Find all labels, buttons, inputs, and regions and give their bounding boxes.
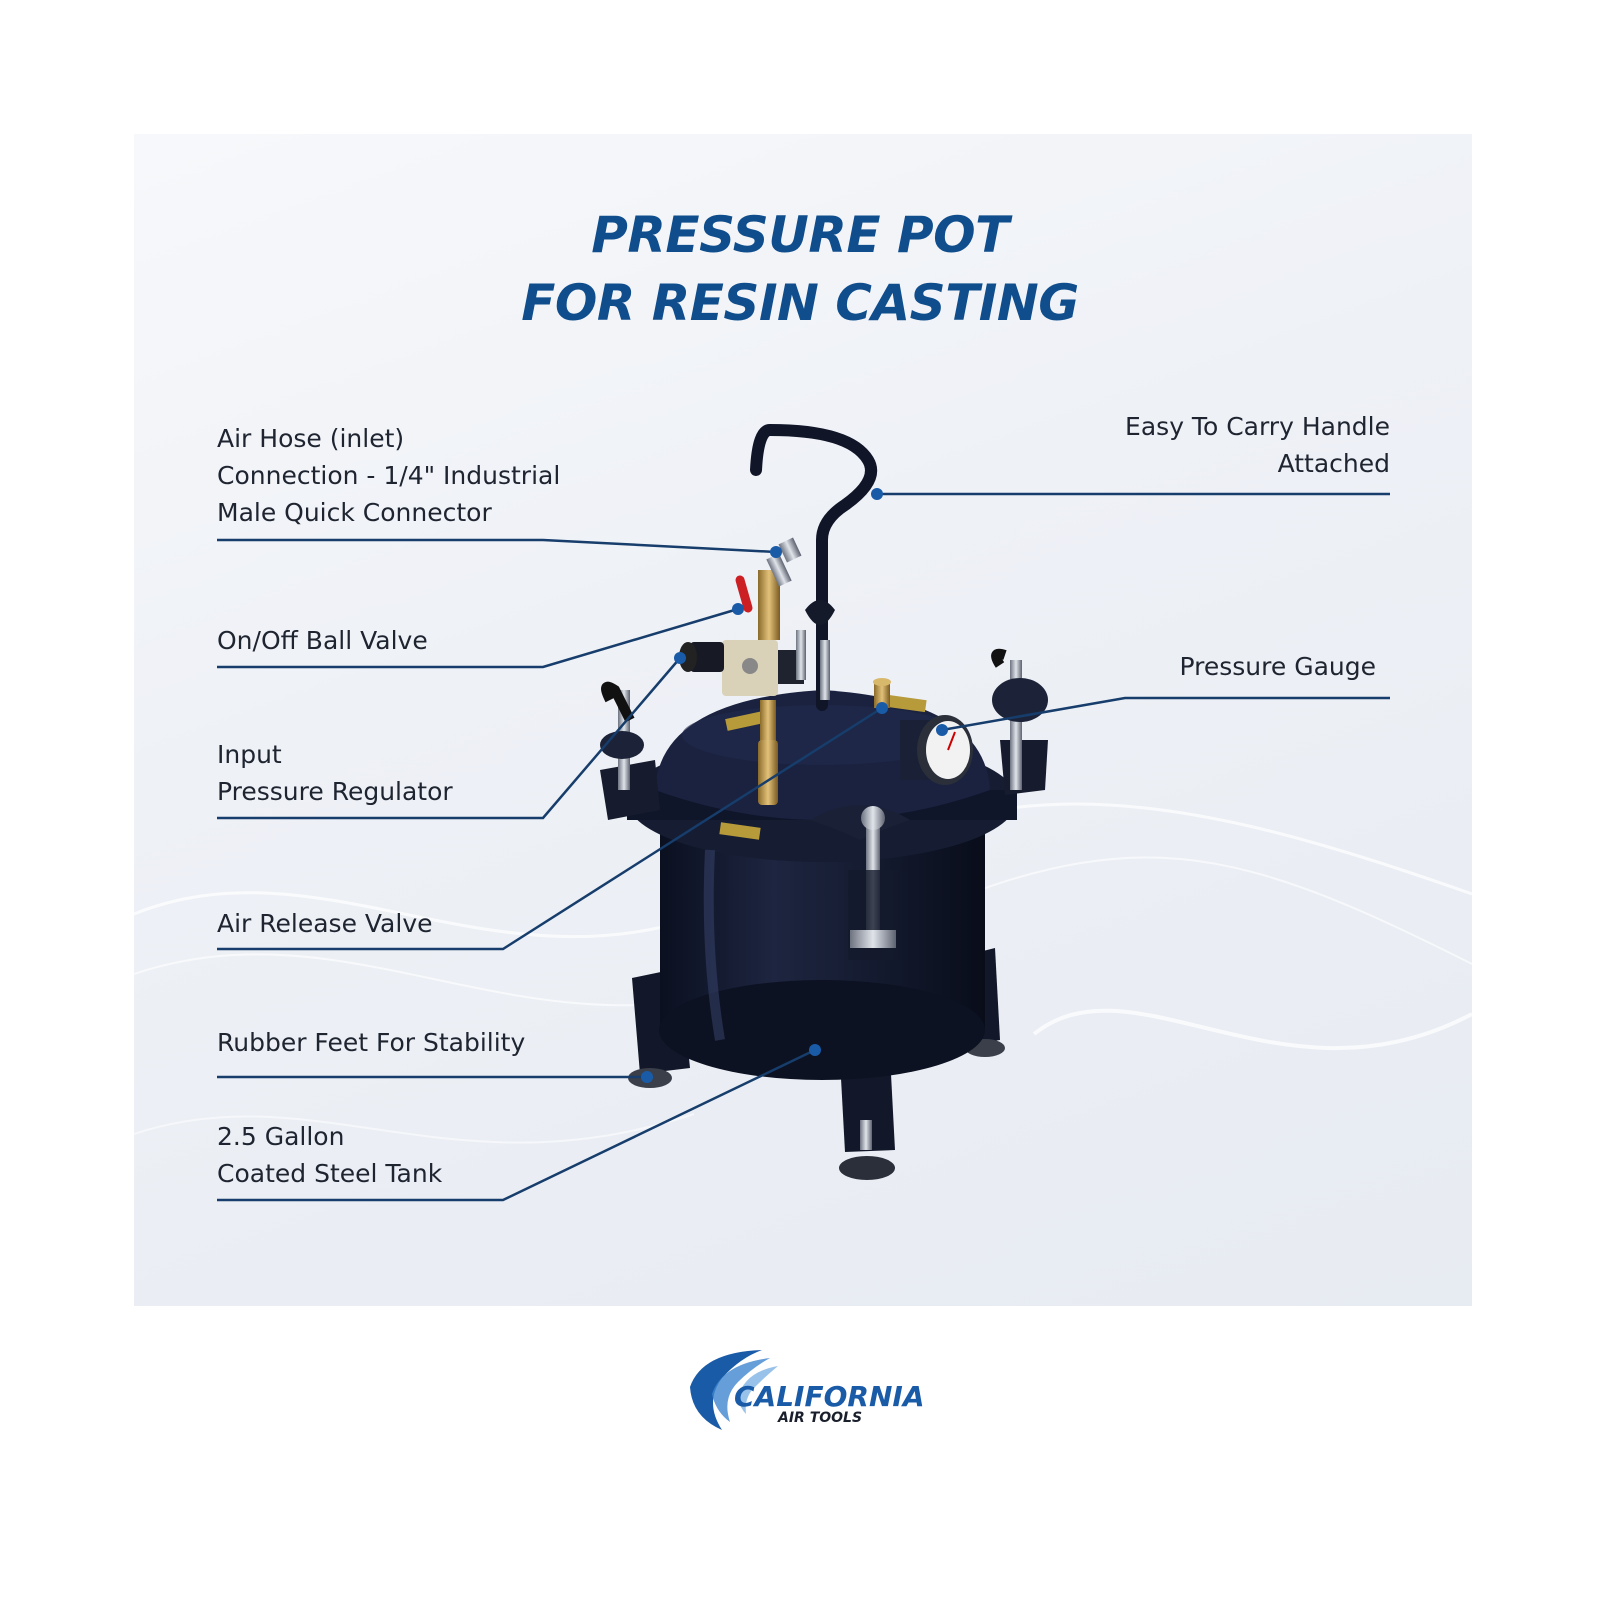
leader-line-regulator (217, 657, 681, 820)
callout-tank-line-1: 2.5 Gallon (217, 1122, 345, 1151)
callout-dot-air-hose (770, 546, 782, 558)
brand-logo: CALIFORNIA AIR TOOLS (690, 1350, 925, 1430)
callout-regulator-line-2: Pressure Regulator (217, 777, 453, 806)
callout-air-hose-line-1: Air Hose (inlet) (217, 424, 405, 453)
page-title-line-2: FOR RESIN CASTING (521, 274, 1079, 332)
callout-gauge: Pressure Gauge (1180, 648, 1376, 685)
carry-handle (750, 423, 878, 711)
callout-dot-ball-valve (732, 603, 744, 615)
callout-regulator: Input Pressure Regulator (217, 736, 453, 810)
pressure-gauge (900, 715, 973, 785)
callout-release-valve-line-1: Air Release Valve (217, 909, 433, 938)
callout-air-hose: Air Hose (inlet) Connection - 1/4" Indus… (217, 420, 560, 531)
logo-swoosh-icon (690, 1350, 762, 1430)
callout-tank: 2.5 Gallon Coated Steel Tank (217, 1118, 442, 1192)
lid-clamps (600, 648, 1048, 960)
callout-dot-rubber-feet (641, 1071, 653, 1083)
page-title-line-1: PRESSURE POT (591, 206, 1009, 264)
callout-release-valve: Air Release Valve (217, 905, 433, 942)
callout-handle-line-1: Easy To Carry Handle (1125, 412, 1390, 441)
callout-dot-release-valve (876, 702, 888, 714)
callout-air-hose-line-2: Connection - 1/4" Industrial (217, 461, 561, 490)
callout-rubber-feet-line-1: Rubber Feet For Stability (217, 1028, 526, 1057)
leader-line-gauge (941, 696, 1390, 732)
callout-tank-line-2: Coated Steel Tank (217, 1159, 443, 1188)
leader-line-air-hose (217, 538, 777, 554)
callout-handle: Easy To Carry Handle Attached (1125, 408, 1390, 482)
callout-handle-line-2: Attached (1277, 449, 1390, 478)
callout-air-hose-line-3: Male Quick Connector (217, 498, 492, 527)
air-release-valve (873, 678, 891, 708)
callout-dot-regulator (674, 652, 686, 664)
brand-name: CALIFORNIA (734, 1380, 925, 1413)
brand-tagline: AIR TOOLS (777, 1410, 862, 1426)
callout-ball-valve-line-1: On/Off Ball Valve (217, 626, 428, 655)
leader-line-tank (217, 1048, 816, 1202)
callout-dot-handle (871, 488, 883, 500)
regulator-assembly (679, 537, 835, 805)
callout-ball-valve: On/Off Ball Valve (217, 622, 428, 659)
callout-rubber-feet: Rubber Feet For Stability (217, 1024, 525, 1061)
callout-dot-tank (809, 1044, 821, 1056)
leader-line-ball-valve (217, 607, 739, 669)
callout-gauge-line-1: Pressure Gauge (1179, 652, 1376, 681)
leader-line-release-valve (217, 706, 883, 951)
callout-dot-gauge (936, 724, 948, 736)
callout-regulator-line-1: Input (217, 740, 282, 769)
